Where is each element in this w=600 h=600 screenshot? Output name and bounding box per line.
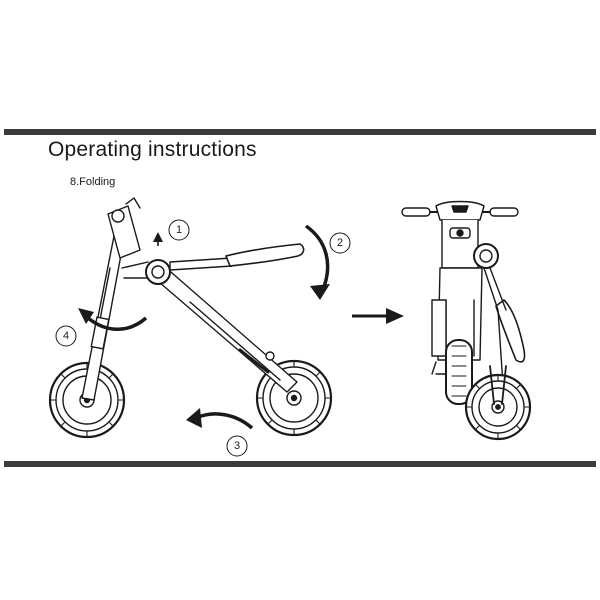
step-4-indicator: 4 <box>55 308 148 347</box>
scooter-folded-view <box>401 200 532 441</box>
curved-arrow-icon <box>304 224 330 293</box>
step-4-label: 4 <box>63 330 69 342</box>
curved-arrow-icon <box>195 412 254 430</box>
step-3-indicator: 3 <box>186 408 254 457</box>
section-heading: 8.Folding <box>70 176 116 188</box>
bottom-divider <box>4 461 596 467</box>
step-3-label: 3 <box>234 440 240 452</box>
step-1-indicator: 1 <box>153 219 190 246</box>
top-divider <box>4 129 596 135</box>
step-1-label: 1 <box>176 224 182 236</box>
curved-arrow-icon <box>86 316 148 331</box>
right-arrow-icon <box>352 308 404 324</box>
page-title: Operating instructions <box>48 138 257 161</box>
step-2-indicator: 2 <box>304 224 351 300</box>
step-2-label: 2 <box>337 237 343 249</box>
scooter-side-view <box>48 197 333 439</box>
rear-wheel <box>255 359 333 437</box>
